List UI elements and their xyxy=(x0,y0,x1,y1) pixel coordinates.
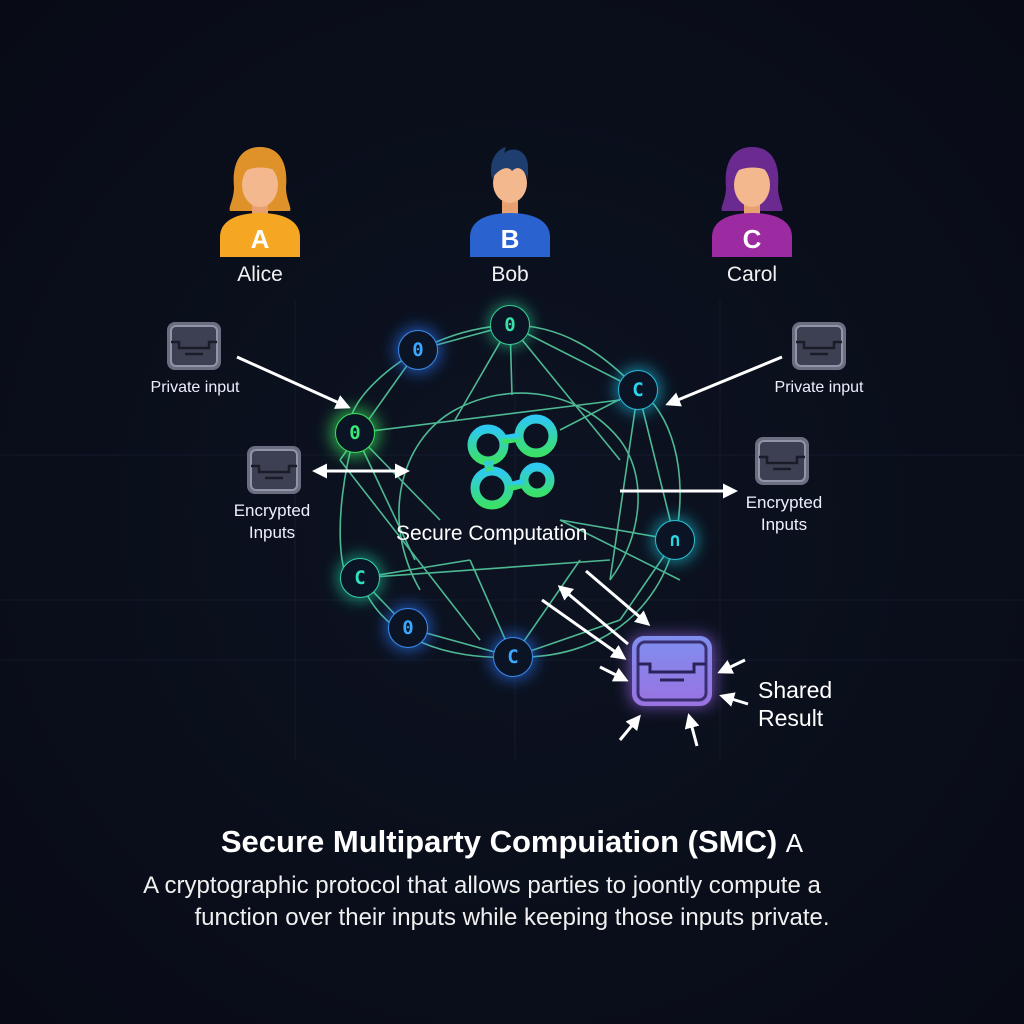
party-initial: B xyxy=(501,224,520,254)
network-node: ∩ xyxy=(655,520,695,560)
page-title: Secure Multiparty Compuiation (SMC) A xyxy=(0,824,1024,860)
description-line-1: A cryptographic protocol that allows par… xyxy=(143,872,821,899)
label-line: Inputs xyxy=(760,515,808,534)
arrow-result-7 xyxy=(618,714,641,741)
encrypted-input-left-label: Encrypted Inputs xyxy=(212,500,332,544)
private-input-left-label: Private input xyxy=(140,377,250,399)
person-male-icon: B xyxy=(470,147,550,257)
encrypted-input-right-label: Encrypted Inputs xyxy=(724,492,844,536)
network-node: 0 xyxy=(398,330,438,370)
party-bob: B Bob xyxy=(460,145,560,287)
party-initial: C xyxy=(743,224,762,254)
network-node: 0 xyxy=(335,413,375,453)
network-node: C xyxy=(618,370,658,410)
party-name: Alice xyxy=(237,263,283,286)
arrow-result-8 xyxy=(684,713,700,747)
private-input-right-label: Private input xyxy=(764,377,874,399)
person-female-icon: C xyxy=(712,147,792,257)
arrow-alice-input xyxy=(236,355,351,409)
label-line: Inputs xyxy=(248,523,296,542)
network-node: C xyxy=(493,637,533,677)
arrow-result-5 xyxy=(717,658,746,674)
party-name: Carol xyxy=(726,263,778,286)
party-alice: A Alice xyxy=(210,145,310,287)
party-name: Bob xyxy=(491,263,529,286)
label-line: Encrypted xyxy=(233,501,311,520)
inbox-tray-icon xyxy=(632,636,712,706)
private-input-left-icon xyxy=(167,322,221,370)
party-initial: A xyxy=(251,224,270,254)
label-line: Shared xyxy=(758,677,833,703)
person-female-icon: A xyxy=(220,147,300,257)
shared-result-label: Shared Result xyxy=(758,676,832,732)
network-node: 0 xyxy=(388,608,428,648)
center-label: Secure Computation xyxy=(396,522,588,545)
label-line: Result xyxy=(758,705,824,731)
private-input-right-icon xyxy=(792,322,846,370)
network-node: 0 xyxy=(490,305,530,345)
label-text: Private input xyxy=(150,379,240,396)
arrow-result-6 xyxy=(719,692,749,707)
encrypted-input-left-icon xyxy=(247,446,301,494)
arrow-result-2 xyxy=(557,585,629,646)
title-main: Secure Multiparty Compuiation (SMC) xyxy=(220,824,778,859)
network-node: C xyxy=(340,558,380,598)
arrow-result-1 xyxy=(585,569,651,626)
network-nodes-icon xyxy=(467,414,558,510)
flow-arrows xyxy=(236,355,783,747)
encrypted-input-right-icon xyxy=(755,437,809,485)
label-line: Encrypted xyxy=(745,493,823,512)
label-text: Private input xyxy=(774,379,864,396)
arrow-result-3 xyxy=(541,598,627,660)
arrow-carol-input xyxy=(665,355,783,407)
arrow-result-4 xyxy=(599,665,629,682)
description-line-2: function over their inputs while keeping… xyxy=(194,904,830,931)
party-carol: C Carol xyxy=(702,145,802,287)
title-tail: A xyxy=(785,828,804,858)
